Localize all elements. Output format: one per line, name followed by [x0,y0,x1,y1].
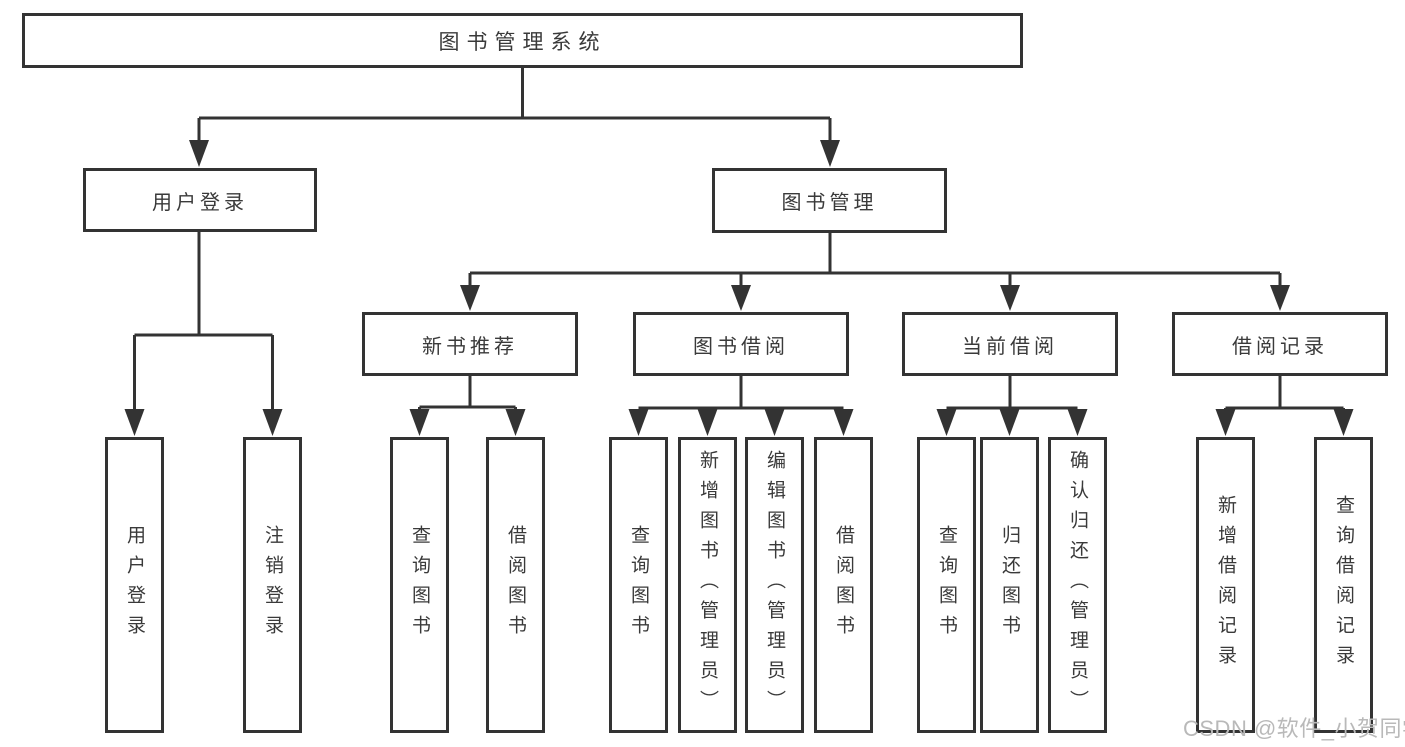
node-book-borrowing: 图书借阅 [633,312,849,376]
leaf-label: 借阅图书 [505,525,526,645]
connector-borrow-records-children [1215,376,1354,436]
connector-current-borrow-children [936,376,1088,436]
node-label: 新书推荐 [422,335,518,358]
node-label: 当前借阅 [962,335,1058,358]
node-borrowing-records: 借阅记录 [1172,312,1388,376]
connector-root-to-level2 [189,68,840,167]
leaf-label: 新增借阅记录 [1215,495,1236,675]
connector-book-management-sections [460,233,1290,311]
leaf-add-borrow-record: 新增借阅记录 [1196,437,1255,733]
node-label: 用户登录 [152,191,248,214]
leaf-label: 确认归还（管理员） [1067,450,1088,720]
leaf-label: 查询图书 [936,525,957,645]
leaf-user-login: 用户登录 [105,437,164,733]
leaf-logout: 注销登录 [243,437,302,733]
leaf-query-books-recommend: 查询图书 [390,437,449,733]
leaf-label: 查询图书 [409,525,430,645]
leaf-borrow-books-recommend: 借阅图书 [486,437,545,733]
leaf-label: 查询借阅记录 [1333,495,1354,675]
node-user-login: 用户登录 [83,168,317,232]
leaf-confirm-return-admin: 确认归还（管理员） [1048,437,1107,733]
leaf-label: 归还图书 [999,525,1020,645]
connector-user-login-children [124,232,283,436]
csdn-watermark: CSDN @软件_小贺同学 [1183,716,1405,741]
leaf-label: 注销登录 [262,525,283,645]
connector-new-book-children [409,376,526,436]
leaf-label: 借阅图书 [833,525,854,645]
node-label: 图书管理系统 [438,30,607,54]
leaf-label: 新增图书（管理员） [697,450,718,720]
leaf-add-book-admin: 新增图书（管理员） [678,437,737,733]
node-label: 图书管理 [781,192,878,214]
leaf-label: 用户登录 [124,525,145,645]
leaf-label: 编辑图书（管理员） [764,450,785,720]
node-label: 图书借阅 [693,335,789,358]
leaf-edit-book-admin: 编辑图书（管理员） [745,437,804,733]
connector-book-borrow-children [628,376,854,436]
leaf-query-books-current: 查询图书 [917,437,976,733]
node-label: 借阅记录 [1232,335,1328,358]
node-current-borrowing: 当前借阅 [902,312,1118,376]
leaf-query-borrow-record: 查询借阅记录 [1314,437,1373,733]
node-library-management-system: 图书管理系统 [22,13,1023,68]
leaf-label: 查询图书 [628,525,649,645]
leaf-borrow-books-borrow: 借阅图书 [814,437,873,733]
node-new-book-recommendation: 新书推荐 [362,312,578,376]
leaf-query-books-borrow: 查询图书 [609,437,668,733]
leaf-return-book: 归还图书 [980,437,1039,733]
node-book-management: 图书管理 [712,168,947,233]
